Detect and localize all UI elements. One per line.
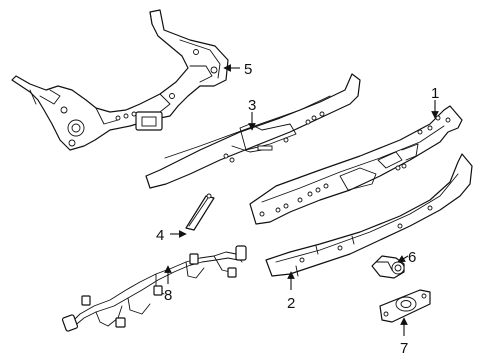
bumper-face-bar-part: [145, 73, 361, 189]
callout-6: 6: [408, 249, 416, 266]
callout-2: 2: [287, 295, 295, 312]
license-bracket-part: [379, 289, 431, 323]
callout-labels: 1 2 3 4 5 6 7 8: [156, 61, 439, 357]
bracket-strip-part: [185, 193, 215, 231]
parking-sensor-part: [371, 255, 405, 279]
hitch-receiver-part: [11, 9, 229, 151]
callout-leaders: [164, 64, 439, 336]
callout-1: 1: [431, 85, 439, 102]
callout-8: 8: [164, 287, 172, 304]
callout-7: 7: [400, 340, 408, 357]
bumper-step-pad-part: [265, 153, 473, 277]
callout-5: 5: [244, 61, 252, 78]
callout-3: 3: [248, 97, 256, 114]
wiring-harness-part: [61, 245, 247, 332]
leader-6: [397, 255, 409, 263]
callout-4: 4: [156, 227, 164, 244]
rear-bumper-assembly-part: [249, 105, 463, 225]
